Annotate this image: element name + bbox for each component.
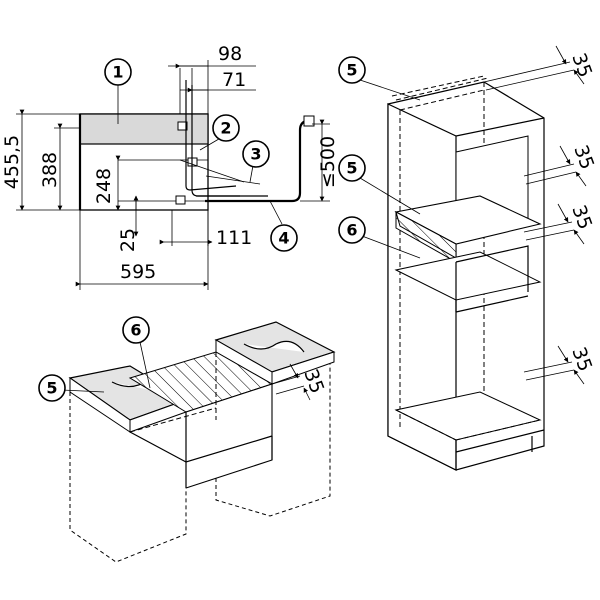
vent-dim-top: 35 <box>567 50 596 80</box>
vent-dim-lower: 35 <box>567 202 596 232</box>
dim-71: 71 <box>222 69 246 91</box>
svg-text:5: 5 <box>346 159 357 178</box>
tall-cabinet: 35 35 35 35 5 5 6 <box>338 45 598 471</box>
dim-248: 248 <box>93 168 115 204</box>
svg-text:6: 6 <box>346 221 357 240</box>
callout-6-base <box>122 316 150 344</box>
svg-text:5: 5 <box>46 379 57 398</box>
svg-text:2: 2 <box>220 119 231 138</box>
dim-25: 25 <box>117 228 139 252</box>
dim-388: 388 <box>39 152 61 188</box>
callout-1 <box>104 58 132 86</box>
vent-dim-bottom: 35 <box>567 344 596 374</box>
callout-5-tall-top <box>338 56 366 84</box>
dim-455-5: 455,5 <box>1 135 23 189</box>
callout-6-tall <box>338 216 366 244</box>
svg-text:4: 4 <box>278 229 289 248</box>
svg-text:1: 1 <box>112 63 123 82</box>
dim-500: ≤500 <box>317 136 339 188</box>
callout-2 <box>212 114 240 142</box>
vent-dim-mid: 35 <box>569 142 598 172</box>
callout-5-tall-mid <box>338 154 366 182</box>
base-unit-installation: 35 6 5 <box>38 316 336 563</box>
svg-text:3: 3 <box>250 145 261 164</box>
dim-98: 98 <box>218 43 242 65</box>
dim-595: 595 <box>120 261 156 283</box>
callout-5-base <box>38 374 66 402</box>
callout-3 <box>242 140 270 168</box>
svg-text:6: 6 <box>130 321 141 340</box>
oven-side-view: 455,5 388 248 25 111 595 98 71 <box>1 43 339 290</box>
callout-4 <box>270 224 298 252</box>
oven-control-panel <box>79 113 209 145</box>
svg-text:5: 5 <box>346 61 357 80</box>
dim-111: 111 <box>216 227 252 249</box>
